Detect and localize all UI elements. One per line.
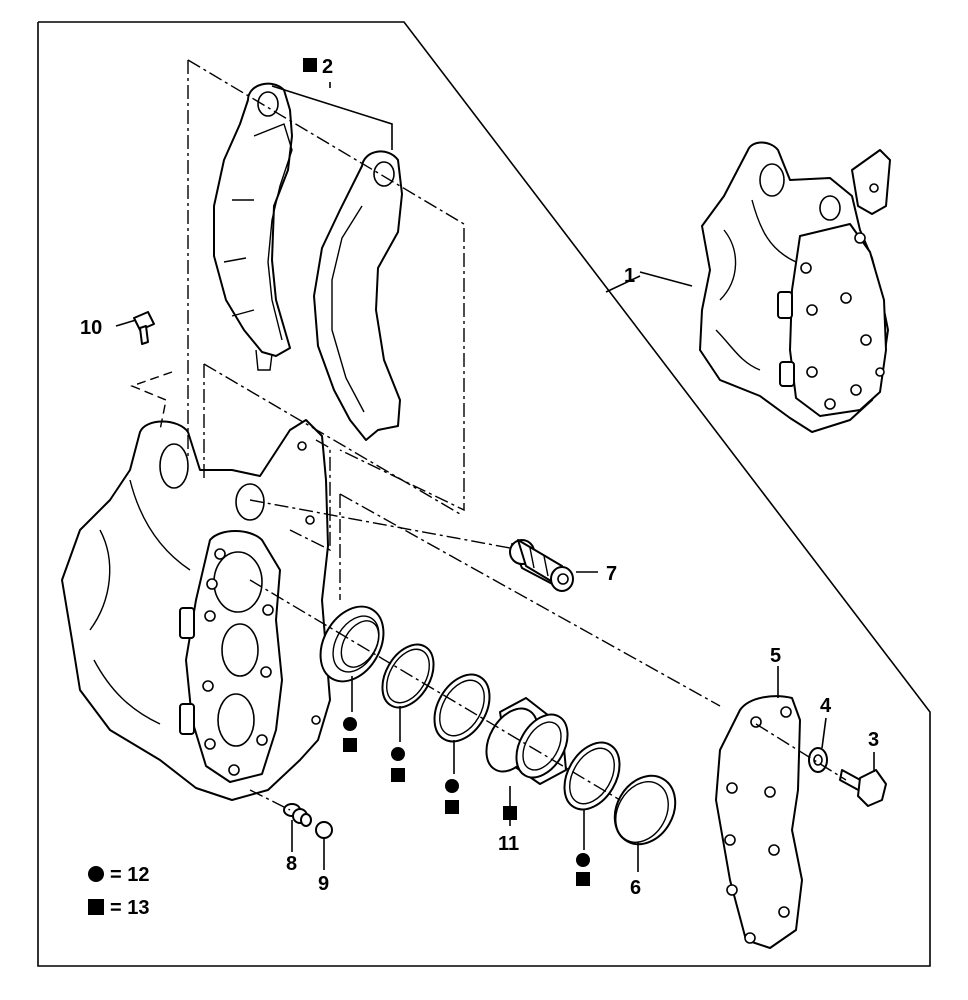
part-9-cap [315, 821, 333, 839]
legend: = 12 = 13 [88, 864, 149, 919]
legend-square-text: = 13 [110, 897, 149, 919]
part-1-caliper-assembly [699, 141, 891, 433]
square-marker [391, 768, 405, 782]
legend-square-icon [88, 899, 104, 915]
callout-6: 6 [630, 877, 641, 899]
callout-5: 5 [770, 645, 781, 667]
caliper-body [61, 419, 331, 801]
square-marker [343, 738, 357, 752]
callout-2: 2 [322, 56, 333, 78]
seal-ring-a [319, 605, 385, 683]
seal-ring-c [433, 673, 491, 743]
part-7-pin [509, 539, 574, 592]
circle-marker [576, 853, 590, 867]
part-4-washer [808, 747, 828, 773]
diagram-frame [37, 21, 931, 967]
part-8-bleeder [283, 803, 312, 827]
marker-symbols [303, 58, 590, 886]
callout-9: 9 [318, 873, 329, 895]
square-marker [303, 58, 317, 72]
part-6-cap [613, 774, 677, 846]
part-10-bolt [133, 311, 155, 345]
seal-ring-d [563, 741, 621, 811]
circle-marker [343, 717, 357, 731]
callout-leaders [115, 82, 875, 872]
seal-ring-b [381, 643, 435, 709]
callout-3: 3 [868, 729, 879, 751]
legend-circle-icon [88, 866, 104, 882]
legend-circle-text: = 12 [110, 864, 149, 886]
part-3-bolt [839, 769, 887, 807]
callout-1: 1 [624, 265, 635, 287]
part-2-brake-pads [213, 82, 403, 441]
callout-4: 4 [820, 695, 832, 717]
circle-marker [445, 779, 459, 793]
callout-8: 8 [286, 853, 297, 875]
circle-marker [391, 747, 405, 761]
callout-7: 7 [606, 563, 617, 585]
square-marker [576, 872, 590, 886]
part-5-cover-plate [715, 695, 803, 949]
callout-11: 11 [498, 833, 519, 855]
square-marker [445, 800, 459, 814]
part-11-piston [485, 697, 569, 785]
square-marker [503, 806, 517, 820]
callout-10: 10 [80, 317, 102, 339]
assembly-lines [130, 59, 847, 811]
